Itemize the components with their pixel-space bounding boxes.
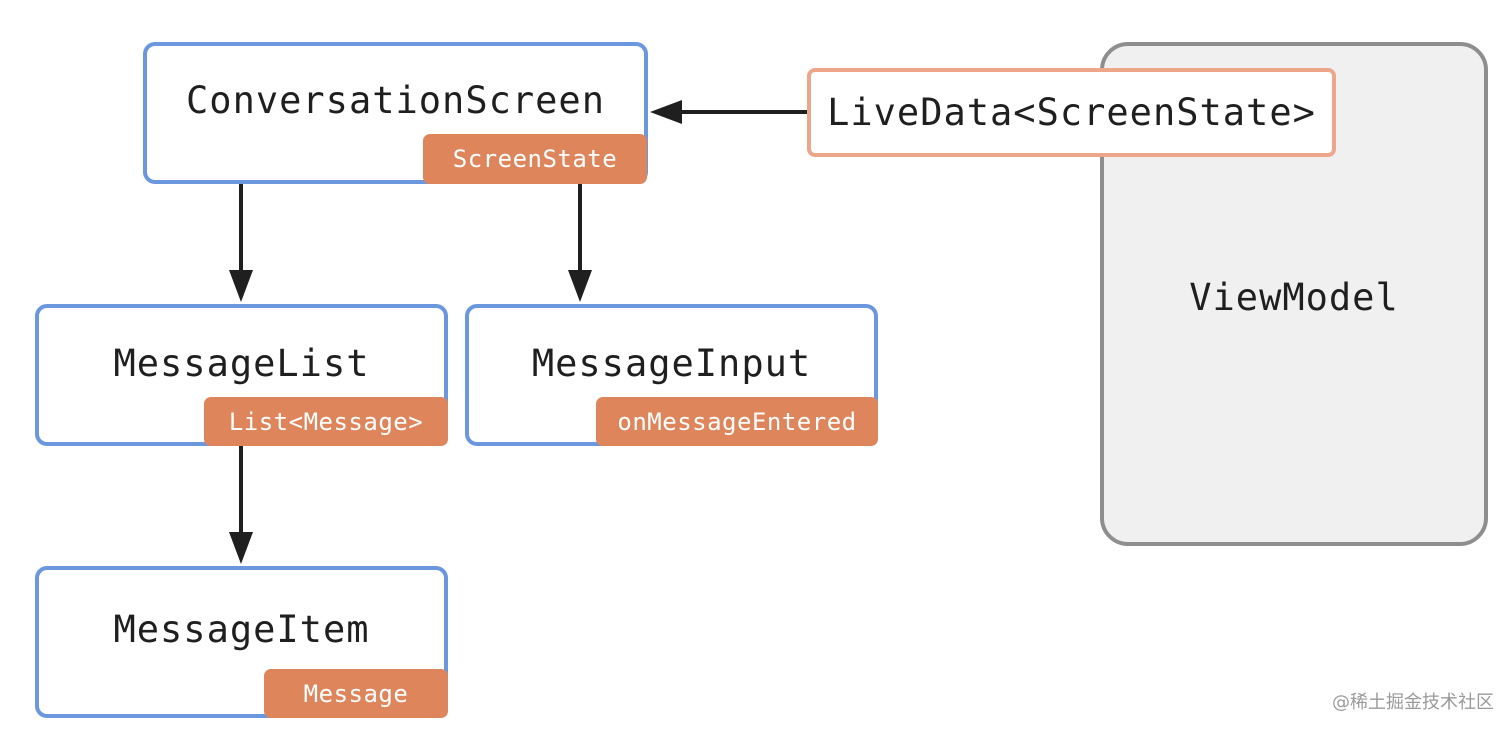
arrowhead-messageitem [229, 532, 253, 564]
message-item-title: MessageItem [113, 608, 370, 651]
message-list-tag: List<Message> [204, 397, 448, 446]
arrowhead-messageinput [568, 270, 592, 302]
conversation-screen-title: ConversationScreen [186, 79, 605, 122]
watermark-text: @稀土掘金技术社区 [1332, 692, 1494, 713]
arrowhead-conversation [650, 100, 682, 124]
viewmodel-title: ViewModel [1189, 276, 1399, 319]
message-item-tag: Message [264, 669, 448, 718]
screen-state-tag: ScreenState [423, 134, 647, 184]
message-list-title: MessageList [113, 342, 370, 385]
livedata-box: LiveData<ScreenState> [807, 68, 1336, 157]
message-input-title: MessageInput [531, 342, 812, 385]
arrowhead-messagelist [229, 270, 253, 302]
message-input-tag: onMessageEntered [596, 397, 878, 446]
